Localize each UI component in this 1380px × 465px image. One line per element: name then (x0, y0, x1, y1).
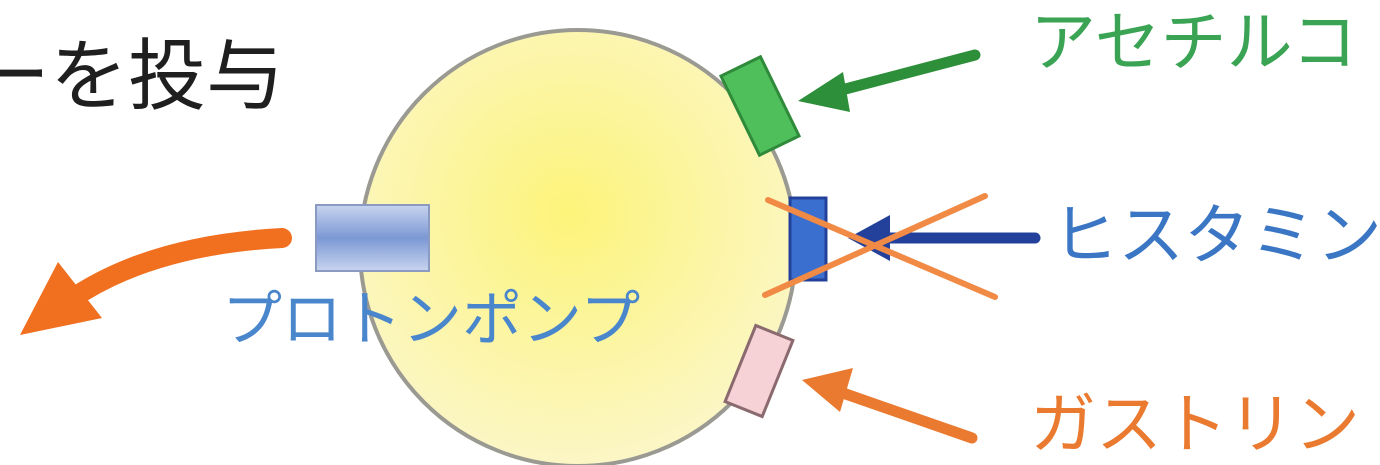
proton-pump-label: プロトンポンプ (222, 290, 640, 350)
histamine-arrow (848, 215, 1035, 261)
gastrin-label: ガストリン (1030, 392, 1360, 458)
acetylcholine-arrow (798, 55, 975, 112)
histamine-label: ヒスタミン (1052, 203, 1380, 269)
gastrin-arrow (802, 368, 972, 438)
proton-pump (316, 205, 429, 271)
acetylcholine-label: アセチルコ (1030, 10, 1357, 76)
